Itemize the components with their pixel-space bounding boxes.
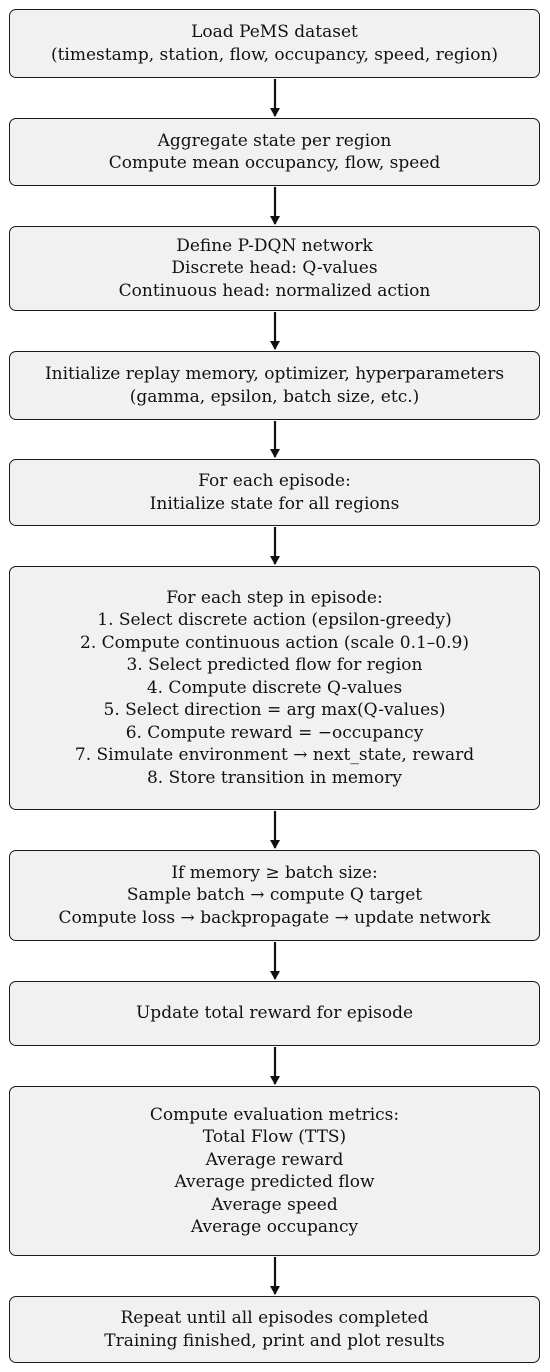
- step-text: If memory ≥ batch size:: [171, 862, 378, 883]
- step-load-dataset: Load PeMS dataset (timestamp, station, f…: [9, 9, 540, 78]
- step-text: Average occupancy: [190, 1217, 359, 1237]
- step-define-network: Define P-DQN network Discrete head: Q-va…: [9, 226, 540, 311]
- step-text: 1. Select discrete action (epsilon-greed…: [97, 610, 452, 631]
- step-evaluation-metrics: Compute evaluation metrics: Total Flow (…: [9, 1086, 540, 1256]
- step-text: Continuous head: normalized action: [118, 280, 431, 301]
- step-text: Load PeMS dataset: [191, 22, 358, 42]
- step-text: Compute mean occupancy, flow, speed: [108, 153, 441, 173]
- step-memory-check: If memory ≥ batch size: Sample batch → c…: [9, 850, 540, 941]
- step-text: Average reward: [205, 1149, 344, 1170]
- step-text: 5. Select direction = arg max(Q-values): [103, 700, 446, 721]
- step-text: Average speed: [211, 1194, 338, 1215]
- step-episode-steps: For each step in episode: 1. Select disc…: [9, 566, 540, 810]
- step-text: Define P-DQN network: [176, 235, 373, 256]
- step-text: Aggregate state per region: [157, 130, 392, 151]
- step-repeat-finish: Repeat until all episodes completed Trai…: [9, 1296, 540, 1363]
- step-text: 4. Compute discrete Q-values: [146, 677, 403, 698]
- step-text: Sample batch → compute Q target: [126, 885, 423, 906]
- step-text: 7. Simulate environment → next_state, re…: [74, 745, 475, 766]
- step-text: Total Flow (TTS): [202, 1127, 347, 1147]
- step-text: Compute loss → backpropagate → update ne…: [58, 907, 491, 928]
- step-aggregate-state: Aggregate state per region Compute mean …: [9, 118, 540, 186]
- step-text: 8. Store transition in memory: [146, 767, 403, 788]
- step-text: Average predicted flow: [174, 1172, 375, 1192]
- step-text: Repeat until all episodes completed: [120, 1308, 429, 1328]
- step-text: Initialize replay memory, optimizer, hyp…: [44, 364, 505, 384]
- step-text: For each episode:: [198, 471, 351, 491]
- step-text: Training finished, print and plot result…: [104, 1330, 445, 1351]
- step-text: 2. Compute continuous action (scale 0.1–…: [80, 632, 469, 653]
- step-text: For each step in episode:: [166, 587, 383, 608]
- step-text: Update total reward for episode: [135, 1003, 414, 1024]
- step-text: Discrete head: Q-values: [171, 258, 378, 279]
- step-text: Initialize state for all regions: [149, 493, 400, 514]
- step-initialize-memory: Initialize replay memory, optimizer, hyp…: [9, 351, 540, 420]
- step-episode-loop: For each episode: Initialize state for a…: [9, 459, 540, 526]
- step-text: (timestamp, station, flow, occupancy, sp…: [50, 44, 499, 65]
- step-text: (gamma, epsilon, batch size, etc.): [129, 386, 420, 407]
- step-text: 3. Select predicted flow for region: [126, 655, 423, 676]
- step-text: 6. Compute reward = −occupancy: [125, 722, 424, 743]
- step-update-reward: Update total reward for episode: [9, 981, 540, 1046]
- step-text: Compute evaluation metrics:: [149, 1104, 400, 1125]
